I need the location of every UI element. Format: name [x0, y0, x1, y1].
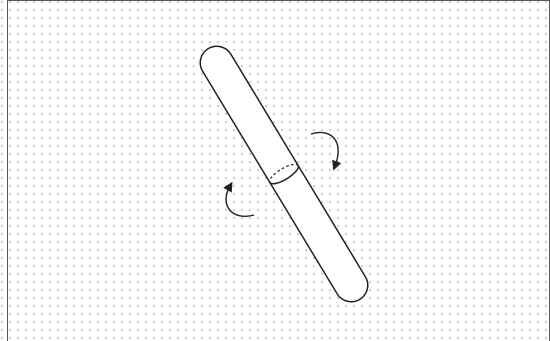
rotation-arrow-right [310, 131, 342, 171]
cylinder [199, 45, 369, 303]
seam-back [269, 163, 299, 183]
rotation-arrow-left [223, 181, 255, 217]
